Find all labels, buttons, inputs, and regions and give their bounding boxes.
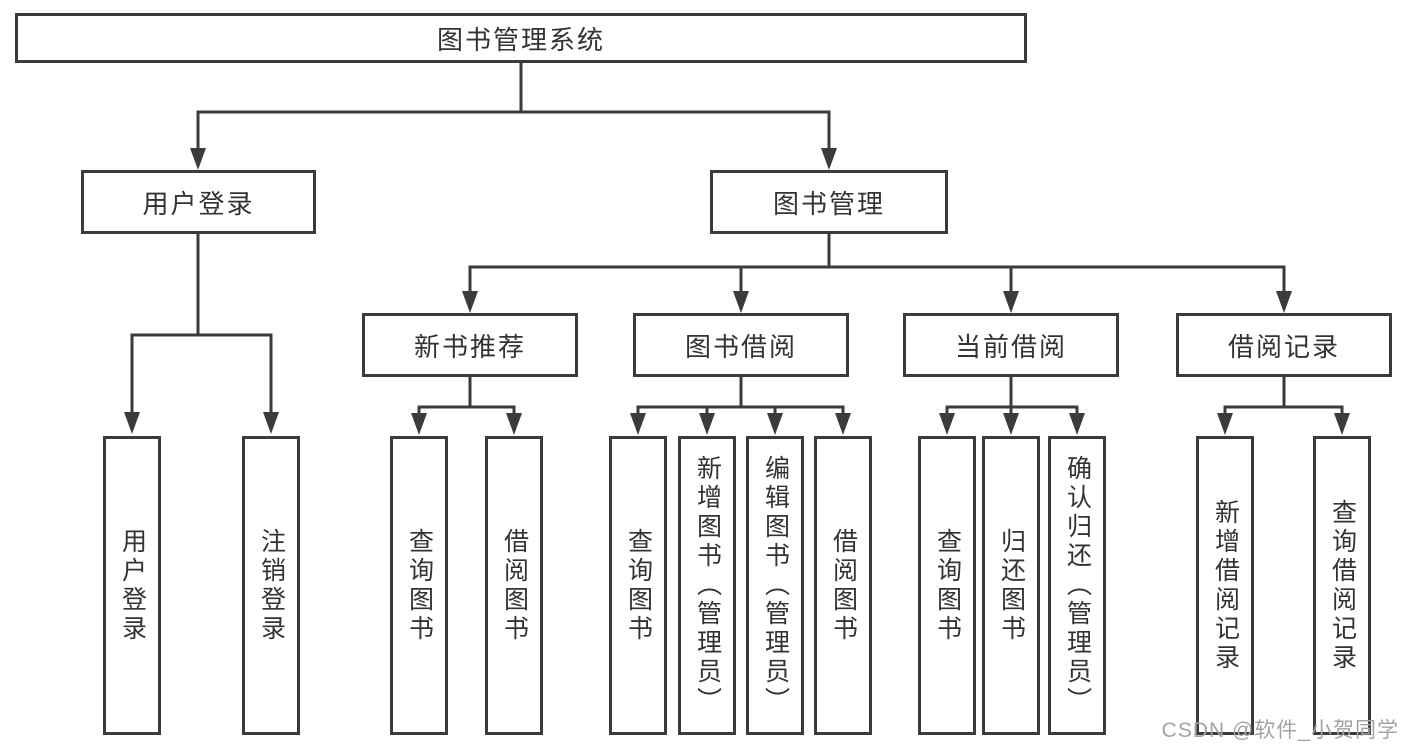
leaf-add-borrow-record-label: 新增借阅记录 xyxy=(1211,498,1240,673)
leaf-edit-book-admin-label: 编辑图书（管理员） xyxy=(761,455,790,716)
node-current-borrowing: 当前借阅 xyxy=(903,313,1119,377)
leaf-add-borrow-record: 新增借阅记录 xyxy=(1196,436,1254,735)
edge-root xyxy=(196,63,831,150)
node-borrowing-records-label: 借阅记录 xyxy=(1227,331,1340,362)
node-new-book-recommend-label: 新书推荐 xyxy=(413,331,526,362)
leaf-logout: 注销登录 xyxy=(242,436,300,735)
node-root-label: 图书管理系统 xyxy=(436,24,605,55)
leaf-query-borrow-record-label: 查询借阅记录 xyxy=(1328,498,1357,673)
leaf-add-book-admin: 新增图书（管理员） xyxy=(678,436,736,735)
node-user-login-label: 用户登录 xyxy=(142,188,255,219)
leaf-user-login-label: 用户登录 xyxy=(118,527,147,644)
leaf-borrow-books-recommend-label: 借阅图书 xyxy=(500,527,529,644)
arrowheads xyxy=(124,148,1350,435)
leaf-query-books-current: 查询图书 xyxy=(918,436,976,735)
leaf-query-books-borrowing-label: 查询图书 xyxy=(624,527,653,644)
node-borrowing-records: 借阅记录 xyxy=(1176,313,1392,377)
leaf-confirm-return-admin-label: 确认归还（管理员） xyxy=(1063,455,1092,716)
leaf-query-books-recommend: 查询图书 xyxy=(390,436,448,735)
node-book-management: 图书管理 xyxy=(710,170,948,234)
leaf-borrow-books-borrowing: 借阅图书 xyxy=(814,436,872,735)
edge-current-borrowing xyxy=(945,377,1079,415)
leaf-query-books-current-label: 查询图书 xyxy=(933,527,962,644)
edge-new-book-recommend xyxy=(417,377,516,415)
leaf-query-borrow-record: 查询借阅记录 xyxy=(1313,436,1371,735)
leaf-edit-book-admin: 编辑图书（管理员） xyxy=(746,436,804,735)
edge-book-management xyxy=(468,234,1286,294)
edge-borrowing-records xyxy=(1223,377,1344,415)
leaf-return-books-label: 归还图书 xyxy=(997,527,1026,644)
leaf-add-book-admin-label: 新增图书（管理员） xyxy=(693,455,722,716)
node-book-borrowing-label: 图书借阅 xyxy=(684,331,797,362)
leaf-query-books-recommend-label: 查询图书 xyxy=(405,527,434,644)
leaf-borrow-books-borrowing-label: 借阅图书 xyxy=(829,527,858,644)
leaf-return-books: 归还图书 xyxy=(982,436,1040,735)
node-root: 图书管理系统 xyxy=(15,13,1027,63)
leaf-borrow-books-recommend: 借阅图书 xyxy=(485,436,543,735)
leaf-logout-label: 注销登录 xyxy=(257,527,286,644)
leaf-query-books-borrowing: 查询图书 xyxy=(609,436,667,735)
csdn-watermark: CSDN @软件_小贺同学 xyxy=(1161,719,1399,742)
node-book-borrowing: 图书借阅 xyxy=(633,313,849,377)
leaf-user-login: 用户登录 xyxy=(103,436,161,735)
node-new-book-recommend: 新书推荐 xyxy=(362,313,578,377)
node-book-management-label: 图书管理 xyxy=(772,188,885,219)
leaf-confirm-return-admin: 确认归还（管理员） xyxy=(1048,436,1106,735)
node-current-borrowing-label: 当前借阅 xyxy=(954,331,1067,362)
edge-user-login xyxy=(130,234,273,414)
edge-book-borrowing xyxy=(636,377,845,415)
node-user-login: 用户登录 xyxy=(81,170,316,234)
